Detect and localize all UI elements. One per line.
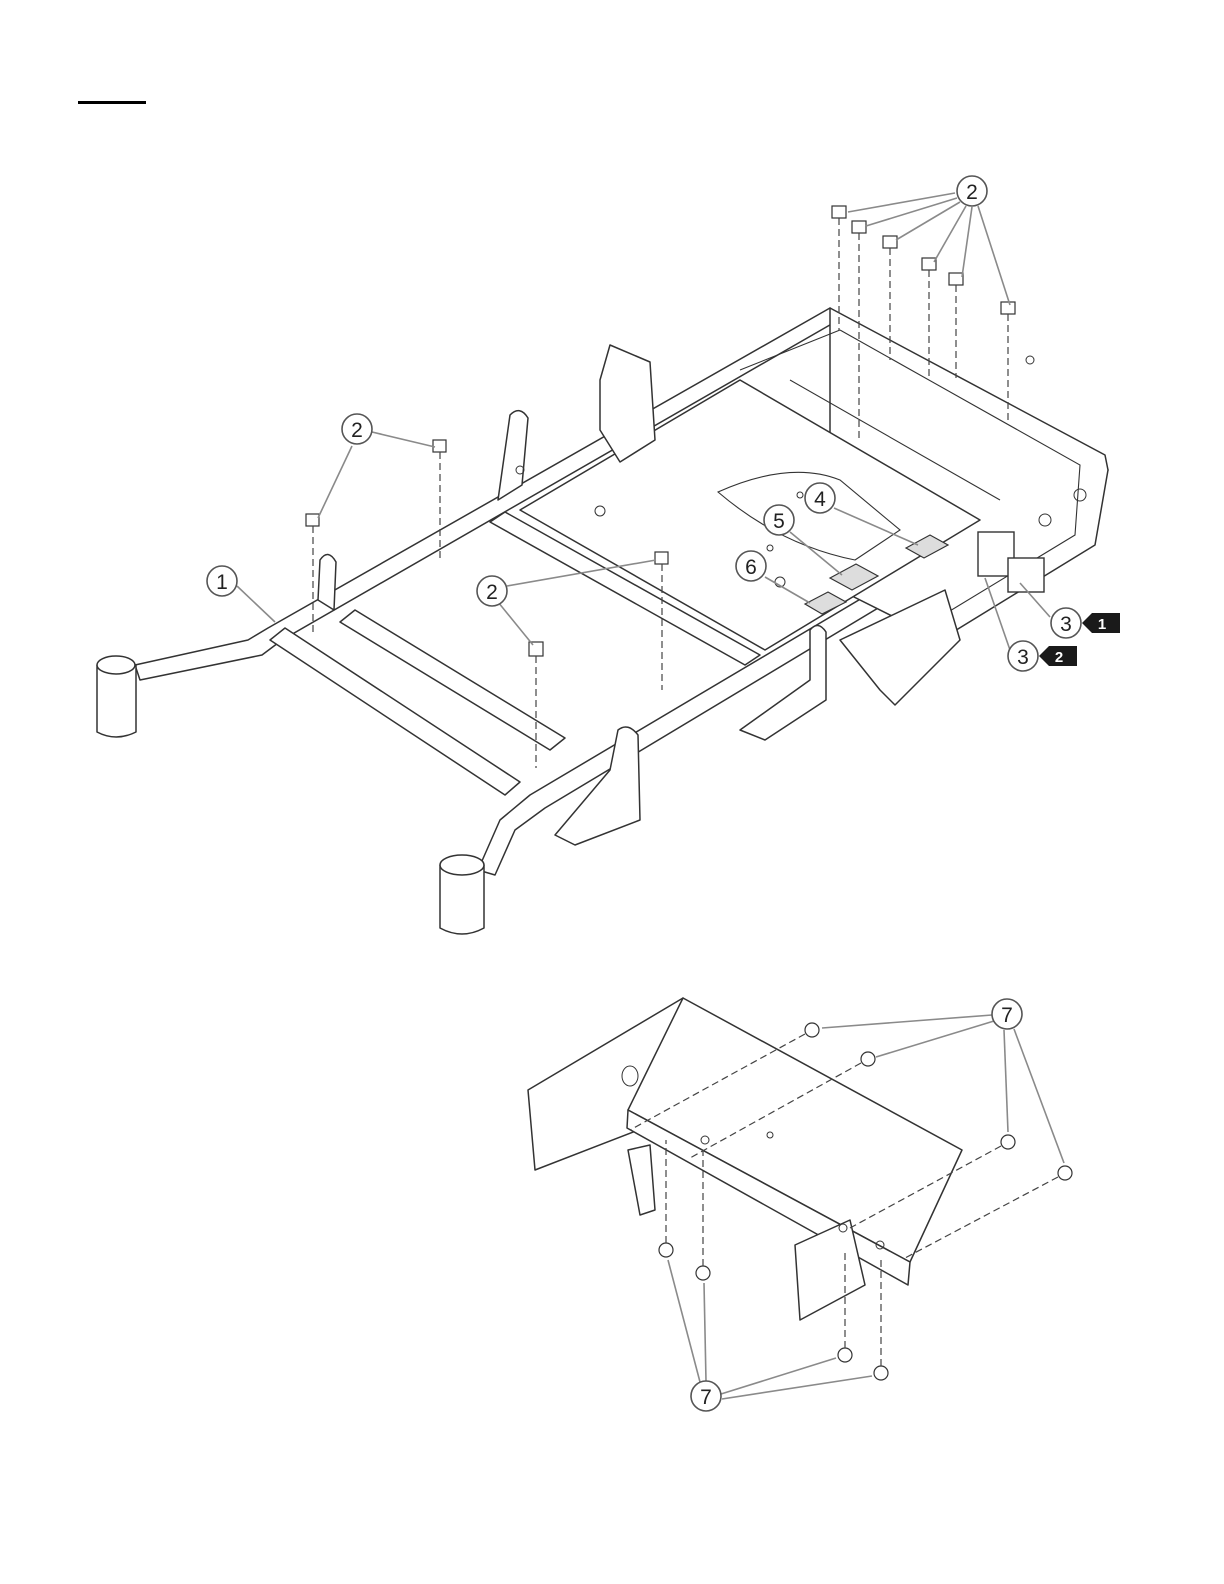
callout-2-middle: 2 [477,576,507,606]
callout-2-left-label: 2 [351,419,363,442]
callout-6: 6 [736,551,766,581]
nut-2-mid-2 [529,642,543,656]
nut-2-rear-5 [949,273,963,285]
nut-2-rear-1 [832,206,846,218]
callout-5-label: 5 [773,510,785,533]
callout-7-top: 7 [992,999,1022,1029]
callout-7-bottom: 7 [691,1381,721,1411]
seat-upright-bracket [600,345,655,462]
badge-2-label: 2 [1055,649,1063,666]
decal-3-variant-1 [1008,558,1044,592]
rear-channel-assembly [528,998,962,1320]
nut-7-bottom-1 [659,1243,673,1257]
rear-channel-hanger [628,1145,655,1215]
nut-7-top-2 [861,1052,875,1066]
cross-tube-mid [340,610,565,750]
callout-7-top-label: 7 [1001,1004,1013,1027]
callout-3-variant-2-label: 3 [1017,646,1029,669]
main-frame [97,308,1108,934]
callout-1: 1 [207,566,237,596]
callout-7-bottom-label: 7 [700,1386,712,1409]
nut-7-bottom-3 [838,1348,852,1362]
callout-3-variant-1: 3 1 [1051,608,1120,638]
nut-7-bottom-2 [696,1266,710,1280]
left-caster-tube [97,656,136,737]
callout-3-variant-1-label: 3 [1060,613,1072,636]
callout-2-left: 2 [342,414,372,444]
callout-4: 4 [805,483,835,513]
right-caster-tube [440,855,484,934]
nut-7-top-4 [1058,1166,1072,1180]
callout-6-label: 6 [745,556,757,579]
callout-4-label: 4 [814,488,826,511]
callout-3-variant-2: 3 2 [1008,641,1077,671]
nut-7-top-3 [1001,1135,1015,1149]
nut-7-bottom-4 [874,1366,888,1380]
nut-2-left-1 [433,440,446,452]
nut-2-mid-1 [655,552,668,564]
nut-2-rear-2 [852,221,866,233]
nut-2-rear-4 [922,258,936,270]
nut-2-left-2 [306,514,319,526]
badge-1-label: 1 [1098,616,1106,633]
nut-2-rear-6 [1001,302,1015,314]
left-front-tab [318,554,336,610]
callout-2-top: 2 [957,176,987,206]
nut-7-top-1 [805,1023,819,1037]
callout-1-label: 1 [216,571,228,594]
callout-5: 5 [764,505,794,535]
callout-2-top-label: 2 [966,181,978,204]
callout-2-middle-label: 2 [486,581,498,604]
nut-2-rear-3 [883,236,897,248]
